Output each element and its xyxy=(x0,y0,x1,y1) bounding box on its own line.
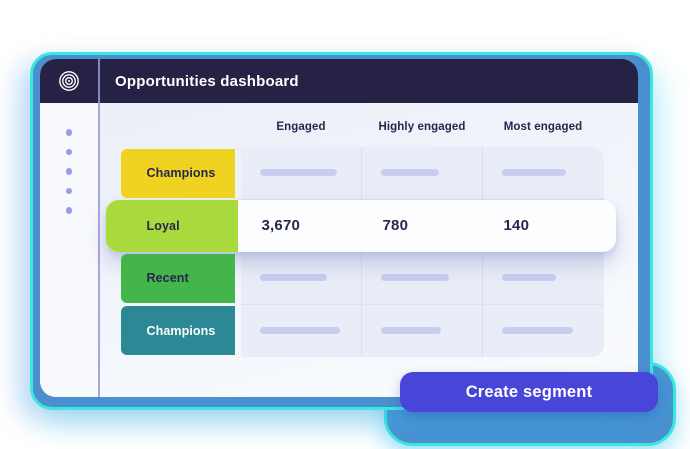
sidebar-divider xyxy=(98,59,100,397)
column-headers: Engaged Highly engaged Most engaged xyxy=(241,121,604,137)
placeholder-bar xyxy=(259,274,327,282)
grid-cell xyxy=(240,147,362,200)
grid-cell xyxy=(482,252,604,305)
segment-label-loyal-1[interactable]: Loyal xyxy=(105,199,238,252)
sidebar-nav-dot[interactable] xyxy=(65,148,73,155)
column-header: Engaged xyxy=(276,121,326,133)
column-header: Highly engaged xyxy=(378,121,466,133)
placeholder-bar xyxy=(380,169,439,177)
grid-cell xyxy=(361,252,483,305)
segment-label-champions-3[interactable]: Champions xyxy=(120,306,235,355)
segment-value: 3,670 xyxy=(261,217,301,235)
bullseye-icon xyxy=(58,70,80,92)
highlight-values: 3,670 780 140 xyxy=(241,200,604,253)
logo-cell xyxy=(40,70,98,92)
sidebar-nav-dot[interactable] xyxy=(65,187,73,194)
dashboard-window: Opportunities dashboard Engaged Highly en… xyxy=(40,59,638,397)
placeholder-bar xyxy=(380,327,441,335)
placeholder-bar xyxy=(380,274,449,282)
segment-label-champions-0[interactable]: Champions xyxy=(120,148,235,198)
segment-label-recent-2[interactable]: Recent xyxy=(120,253,235,303)
placeholder-bar xyxy=(501,169,566,177)
dashboard-content: Engaged Highly engaged Most engaged 3,670 7… xyxy=(98,103,638,397)
data-grid xyxy=(240,147,604,358)
grid-cell xyxy=(241,304,362,357)
sidebar-nav-dot[interactable] xyxy=(65,168,73,175)
sidebar-nav-dot[interactable] xyxy=(65,207,73,214)
placeholder-bar xyxy=(501,327,573,335)
grid-cell xyxy=(483,305,604,358)
segment-value: 780 xyxy=(382,217,409,235)
dashboard-frame: Opportunities dashboard Engaged Highly en… xyxy=(30,52,653,410)
page-title: Opportunities dashboard xyxy=(115,72,299,90)
sidebar-nav-dot[interactable] xyxy=(65,129,73,136)
grid-cell xyxy=(240,252,362,305)
sidebar xyxy=(40,103,98,397)
window-header: Opportunities dashboard xyxy=(40,59,638,103)
segment-value: 140 xyxy=(503,217,530,235)
placeholder-bar xyxy=(259,169,337,177)
create-segment-button[interactable]: Create segment xyxy=(400,372,658,412)
column-header: Most engaged xyxy=(503,121,583,133)
grid-cell xyxy=(361,147,483,200)
placeholder-bar xyxy=(259,327,340,335)
placeholder-bar xyxy=(501,274,556,282)
grid-cell xyxy=(482,147,604,200)
window-body: Engaged Highly engaged Most engaged 3,670 7… xyxy=(40,103,638,397)
grid-cell xyxy=(362,304,483,357)
